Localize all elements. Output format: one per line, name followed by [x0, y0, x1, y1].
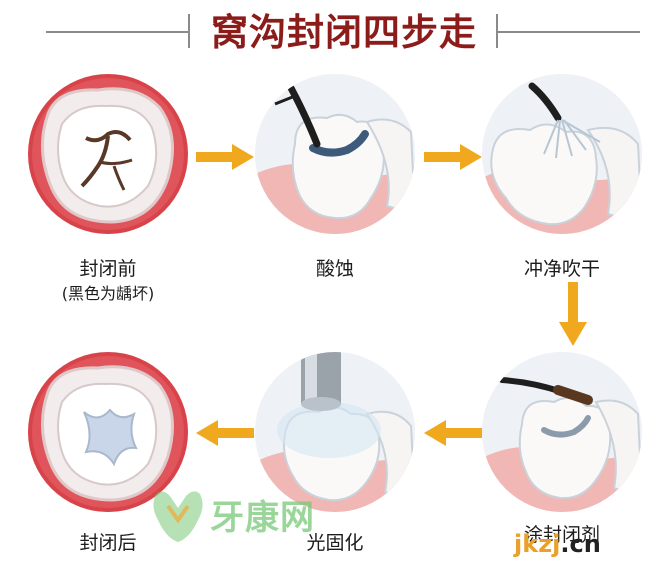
title-rule-left	[46, 31, 188, 33]
step-etch-image	[255, 74, 415, 234]
page-title: 窝沟封闭四步走	[196, 6, 492, 58]
step-label-etch: 酸蚀	[250, 258, 420, 280]
step-label-before: 封闭前	[23, 258, 193, 280]
step-rinse-image	[482, 74, 642, 234]
site-url: jkzj.cn	[514, 530, 601, 558]
step-sublabel-before: (黑色为龋坏)	[23, 284, 193, 304]
arrow-left-1	[424, 420, 482, 446]
title-rule-right	[498, 31, 640, 33]
arrow-right-1	[196, 144, 254, 170]
watermark-logo	[152, 486, 204, 544]
watermark-text: 牙康网	[210, 490, 315, 539]
arrow-right-2	[424, 144, 482, 170]
title-bar: 窝沟封闭四步走	[0, 0, 660, 64]
step-cure-image	[255, 352, 415, 512]
step-apply-image	[482, 352, 642, 512]
site-url-suffix: .cn	[560, 530, 600, 558]
title-tick-left	[188, 14, 190, 48]
arrow-down	[559, 282, 587, 346]
step-label-rinse: 冲净吹干	[477, 258, 647, 280]
site-url-prefix: jkzj	[514, 530, 560, 558]
arrow-left-2	[196, 420, 254, 446]
step-before-image	[28, 74, 188, 234]
